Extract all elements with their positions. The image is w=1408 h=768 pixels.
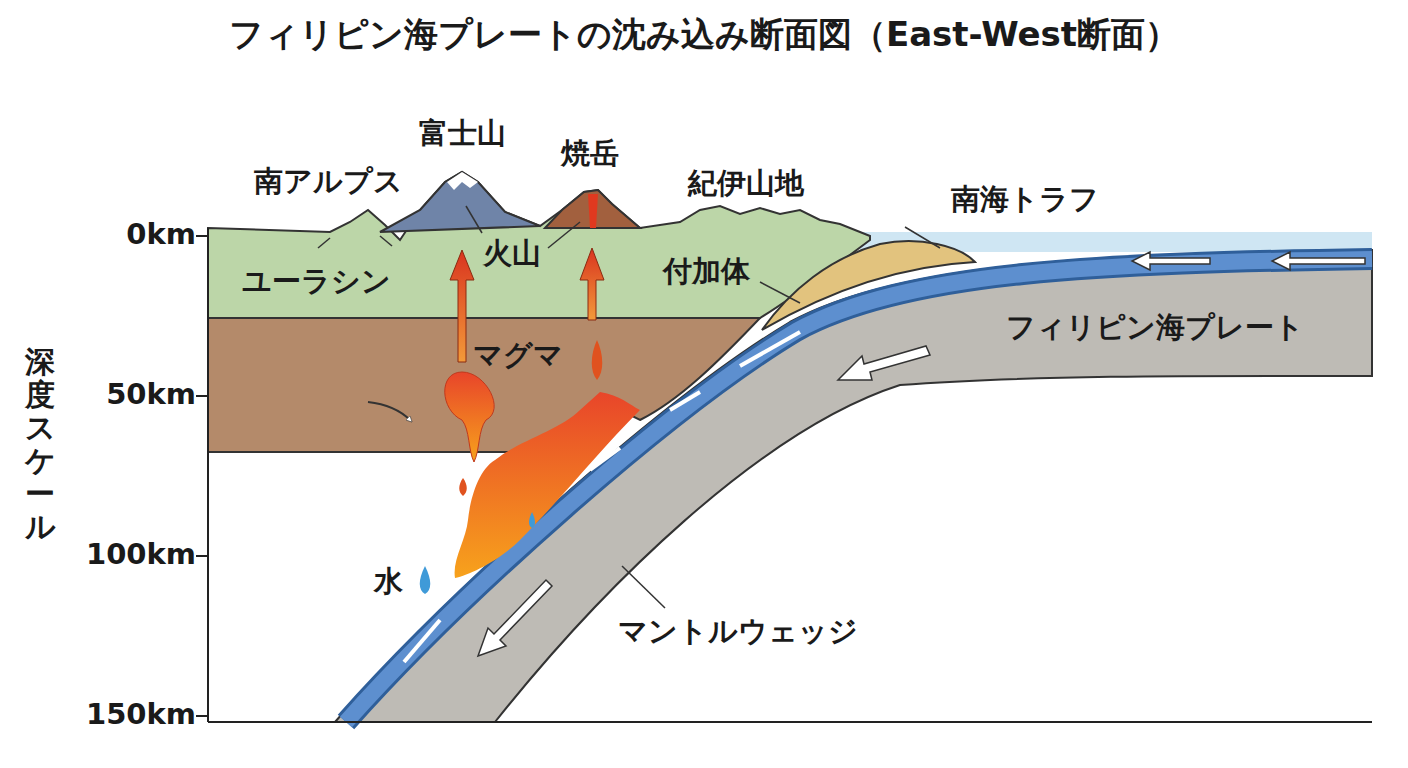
magma-drop xyxy=(459,478,467,496)
mountain-label: 紀伊山地 xyxy=(688,168,804,200)
lava xyxy=(588,194,598,228)
magma-label: マグマ xyxy=(473,340,563,372)
depth-tick: 0km xyxy=(126,219,196,251)
axis-title: 深度スケール xyxy=(25,345,55,543)
oceanic-crust xyxy=(346,259,1372,722)
oceanic-crust-fill xyxy=(346,259,1372,722)
magma-drop xyxy=(445,372,494,462)
depth-axis xyxy=(196,228,1372,722)
water-label: 水 xyxy=(374,566,403,598)
mountain-label: 富士山 xyxy=(419,118,506,150)
snow-cap xyxy=(447,172,478,190)
magma-drop xyxy=(592,340,603,380)
prism-label: 付加体 xyxy=(663,256,750,288)
volcano-label: 火山 xyxy=(483,238,541,270)
plate-label: フィリピン海プレート xyxy=(1006,312,1304,344)
volcano-label: 焼岳 xyxy=(561,138,619,170)
plate-slab xyxy=(335,250,1372,722)
plate-label: ユーラシン xyxy=(242,266,391,298)
water-drop xyxy=(529,512,535,528)
depth-tick: 100km xyxy=(86,539,196,571)
yakedake xyxy=(545,190,640,228)
diagram-title: フィリピン海プレートの沈み込み断面図（East-West断面） xyxy=(229,16,1179,53)
mountain-label: 南アルプス xyxy=(254,166,403,198)
water-drop xyxy=(420,566,431,594)
fuji xyxy=(380,172,540,232)
accretionary-prism xyxy=(762,241,975,330)
motion-arrows xyxy=(368,252,1365,656)
leader-lines xyxy=(318,206,940,608)
magma-arrow xyxy=(450,250,474,362)
region-label: マントルウェッジ xyxy=(618,616,858,648)
depth-tick: 150km xyxy=(86,699,196,731)
trough-label: 南海トラフ xyxy=(951,184,1099,216)
crust-arrows xyxy=(404,332,800,662)
magma-arrow xyxy=(580,248,604,320)
depth-tick: 50km xyxy=(106,379,196,411)
